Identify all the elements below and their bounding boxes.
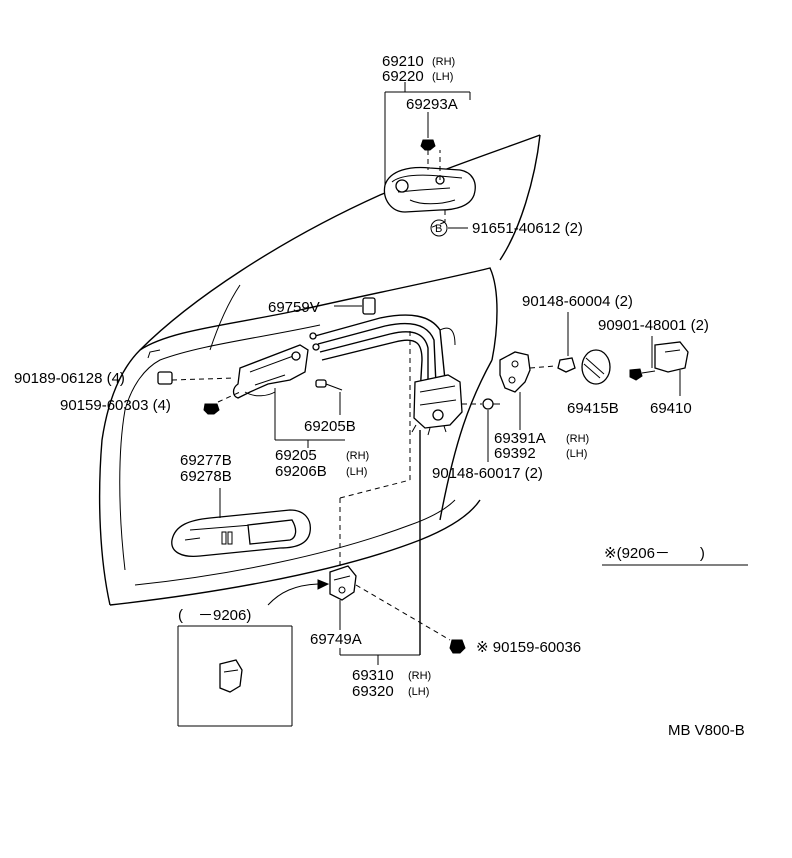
label-90148-60004: 90148-60004 (2) [522,293,633,310]
label-69205-side: (RH) [346,450,369,462]
screw-90148-60017 [482,398,500,462]
label-69277B: 69277B [180,452,232,469]
screw-90148-60004 [557,312,576,373]
label-b-marker: B [435,223,442,235]
lock-knob-69415B [581,349,611,385]
label-range-old: ( －9206) [178,607,251,624]
leader-69310 [339,430,421,665]
b-marker [430,219,468,237]
screw-90159-60303 [203,391,241,415]
label-range-new: ※(9206－ ) [604,545,705,562]
label-90159-60036: ※ 90159-60036 [476,639,581,656]
label-69320: 69320 [352,683,394,700]
label-69210: 69210 [382,53,424,70]
label-69310: 69310 [352,667,394,684]
door-panel [98,134,541,606]
label-69206B: 69206B [275,463,327,480]
label-69415B: 69415B [567,400,619,417]
label-91651: 91651-40612 (2) [472,220,583,237]
leader-69210 [384,82,471,185]
clip-90189-06128 [157,371,236,385]
remote-control-69749A [267,330,451,641]
label-69392-side: (LH) [566,448,587,460]
screw-69293A [420,139,436,151]
label-69410: 69410 [650,400,692,417]
label-reference: MB V800-B [668,722,745,739]
label-69391A: 69391A [494,430,546,447]
inset-box [177,625,293,727]
screw-90901-48001 [629,336,656,381]
label-69392: 69392 [494,445,536,462]
label-69220-side: (LH) [432,71,453,83]
label-90901: 90901-48001 (2) [598,317,709,334]
label-69210-side: (RH) [432,56,455,68]
armrest-69277B [171,488,311,558]
clip-69759V [334,297,376,315]
label-69205: 69205 [275,447,317,464]
striker-69410 [654,341,689,396]
label-69205B: 69205B [304,418,356,435]
label-90159-60303: 90159-60303 (4) [60,397,171,414]
label-69206B-side: (LH) [346,466,367,478]
rod-clip-69205B [315,379,343,415]
label-69391A-side: (RH) [566,433,589,445]
label-69749A: 69749A [310,631,362,648]
outside-handle [383,150,476,229]
label-69220: 69220 [382,68,424,85]
link-69391A [499,351,556,430]
screw-90159-60036 [449,639,466,654]
lock-rods [309,314,456,396]
label-90148-60017: 90148-60017 (2) [432,465,543,482]
door-lock-assembly [411,374,482,436]
label-69320-side: (LH) [408,686,429,698]
label-90189: 90189-06128 (4) [14,370,125,387]
label-69310-side: (RH) [408,670,431,682]
inside-handle-69205 [232,344,345,448]
label-69759V: 69759V [268,299,320,316]
label-69293A: 69293A [406,96,458,113]
label-69278B: 69278B [180,468,232,485]
